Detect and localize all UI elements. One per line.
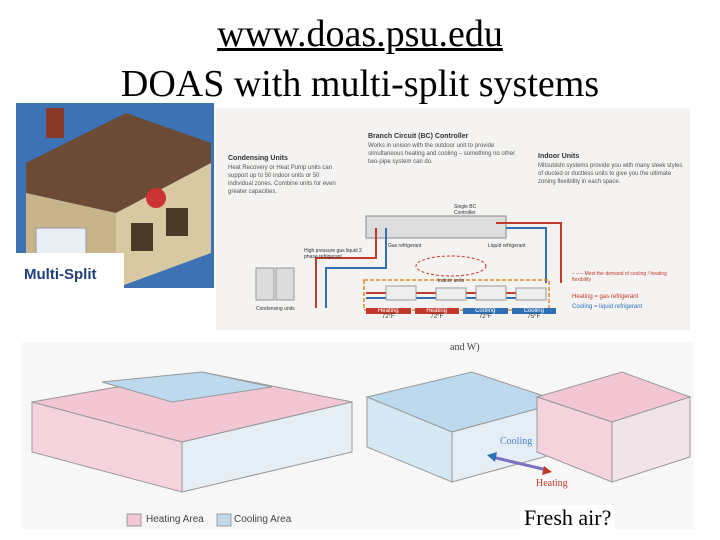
url-title[interactable]: www.doas.psu.edu — [217, 13, 503, 55]
mode-label: Cooling — [463, 308, 508, 314]
legend-cooling: Cooling = liquid refrigerant — [572, 304, 643, 310]
house-illustration: Multi-Split — [16, 103, 214, 288]
legend-cooling-area: Cooling Area — [234, 514, 292, 525]
condensing-title: Condensing Units — [228, 155, 288, 162]
mode-label: Heating — [366, 308, 411, 314]
indoor-title: Indoor Units — [538, 153, 580, 160]
mode-temp: 75°F — [527, 314, 541, 320]
house-drawing — [16, 103, 214, 288]
condensing-text: Heat Recovery or Heat Pump units can sup… — [228, 165, 336, 195]
mode-strip: Heating 72°F Heating 72°F Cooling 72°F C… — [366, 308, 556, 320]
mode-label: Heating — [414, 308, 459, 314]
schematic-panel: Condensing Units Heat Recovery or Heat P… — [216, 108, 690, 330]
gas-label: Gas refrigerant — [388, 243, 422, 249]
mode-label: Cooling — [511, 308, 556, 314]
mode-item: Cooling 75°F — [511, 308, 556, 320]
piping-diagram — [255, 215, 562, 311]
cooling-label: Cooling — [500, 436, 533, 447]
bc-title: Branch Circuit (BC) Controller — [368, 133, 469, 140]
mode-item: Heating 72°F — [414, 308, 459, 320]
bc-text: Works in unison with the outdoor unit to… — [368, 143, 516, 165]
mode-item: Cooling 72°F — [463, 308, 508, 320]
mode-temp: 72°F — [430, 314, 444, 320]
heating-label: Heating — [536, 478, 568, 489]
pressure-label: High pressure gas liquid 2 phase refrige… — [304, 248, 362, 260]
mode-temp: 72°F — [381, 314, 395, 320]
top-fragment: and W) — [450, 342, 480, 353]
floorplan-panel: and W) Cooling Heating Heating Area Cool… — [22, 342, 694, 529]
legend-heating: Heating = gas refrigerant — [572, 294, 639, 300]
bc-controller-label: Single BC Controller — [454, 204, 477, 216]
mode-item: Heating 72°F — [366, 308, 411, 320]
floorplan-drawing — [31, 371, 692, 527]
slide-heading: DOAS with multi-split systems — [120, 63, 600, 105]
liquid-label: Liquid refrigerant — [488, 243, 526, 249]
meet-demand: – – – Meet the demand of cooling / heati… — [572, 271, 667, 283]
indoor-caption: Indoor units — [438, 278, 465, 284]
multi-split-badge: Multi-Split — [24, 266, 97, 283]
cond-caption: Condensing units — [256, 306, 295, 312]
legend-heating-area: Heating Area — [146, 514, 204, 525]
fresh-air-caption: Fresh air? — [520, 505, 616, 531]
indoor-text: Mitsubishi systems provide you with many… — [538, 163, 683, 185]
mode-temp: 72°F — [478, 314, 492, 320]
